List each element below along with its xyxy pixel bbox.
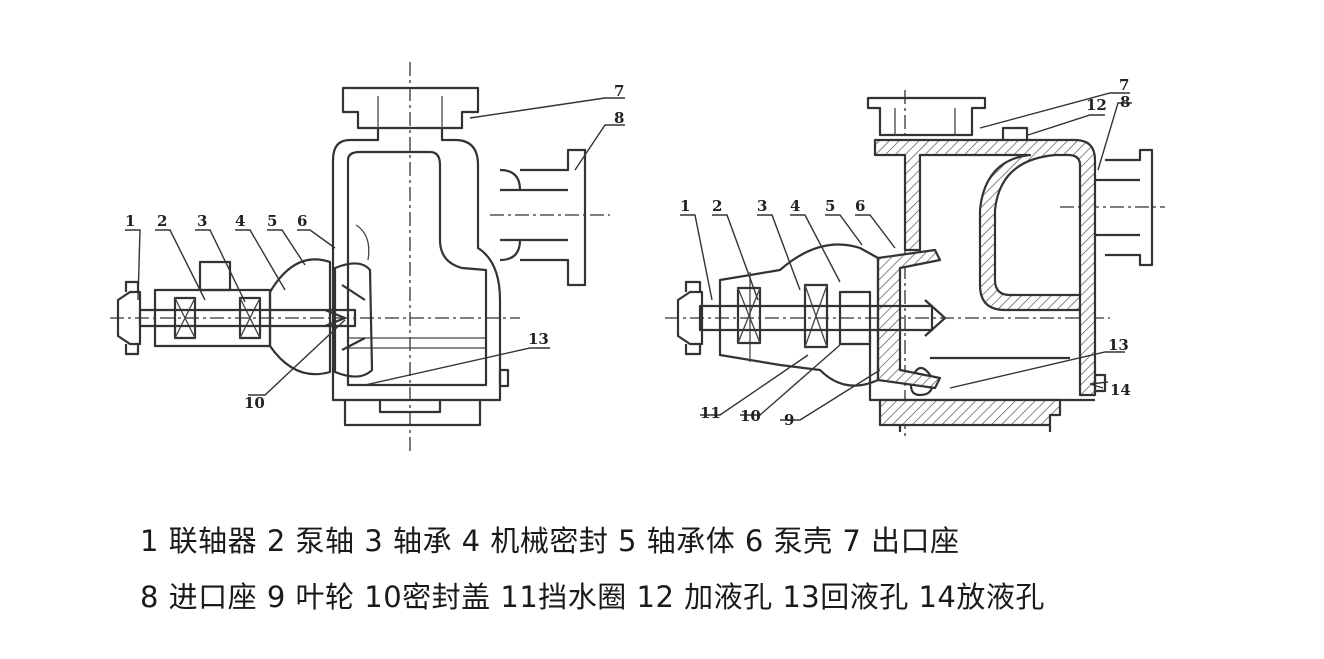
right-callout-5: 5 — [825, 197, 835, 215]
left-shaft-and-bearings — [138, 260, 357, 348]
pump-cross-section-drawing: 1 2 3 4 5 6 7 8 10 13 1 2 3 4 5 6 7 8 9 … — [110, 62, 1165, 455]
right-outlet-seat — [866, 96, 987, 137]
right-pump-view — [665, 90, 1165, 440]
right-callout-9: 9 — [784, 411, 794, 429]
right-inlet-seat — [1095, 148, 1154, 267]
right-callout-4: 4 — [790, 197, 800, 215]
legend-line-1: 1 联轴器 2 泵轴 3 轴承 4 机械密封 5 轴承体 6 泵壳 7 出口座 — [140, 524, 960, 558]
right-pump-shaft — [698, 304, 934, 332]
left-callout-2: 2 — [157, 212, 167, 230]
left-pump-foot — [343, 400, 482, 427]
left-callout-4: 4 — [235, 212, 245, 230]
right-impeller — [876, 248, 942, 390]
right-pump-casing — [873, 138, 1097, 397]
right-callout-3: 3 — [757, 197, 767, 215]
right-callout-7: 7 — [1119, 76, 1129, 94]
right-leader-lines — [680, 92, 1132, 421]
left-drain-plug — [498, 368, 510, 388]
right-callout-labels: 1 2 3 4 5 6 7 8 9 10 11 12 13 14 — [680, 76, 1131, 429]
left-callout-5: 5 — [267, 212, 277, 230]
left-bearing-housing — [268, 258, 332, 376]
left-callout-8: 8 — [614, 109, 624, 127]
legend-line-2: 8 进口座 9 叶轮 10密封盖 11挡水圈 12 加液孔 13回液孔 14放液… — [140, 580, 1045, 614]
left-inlet-seat — [499, 148, 587, 287]
left-callout-13: 13 — [528, 330, 549, 348]
left-callout-1: 1 — [125, 212, 135, 230]
right-callout-1: 1 — [680, 197, 690, 215]
right-pump-base — [878, 398, 1062, 427]
right-callout-8: 8 — [1120, 93, 1130, 111]
left-outlet-seat — [341, 86, 480, 130]
left-callout-6: 6 — [297, 212, 307, 230]
right-coupling — [676, 280, 704, 356]
left-callout-10: 10 — [244, 394, 265, 412]
right-bearings — [736, 283, 829, 349]
right-callout-14: 14 — [1110, 381, 1131, 399]
left-callout-labels: 1 2 3 4 5 6 7 8 10 13 — [125, 82, 624, 412]
right-callout-6: 6 — [855, 197, 865, 215]
right-callout-13: 13 — [1108, 336, 1129, 354]
right-return-hole — [909, 366, 934, 397]
right-bearing-housing — [718, 243, 880, 387]
right-mechanical-seal — [838, 290, 872, 346]
left-impeller — [333, 262, 374, 378]
right-callout-12: 12 — [1086, 96, 1107, 114]
left-pump-casing — [331, 128, 502, 402]
left-callout-7: 7 — [614, 82, 624, 100]
left-pump-view — [110, 62, 625, 455]
left-leader-lines — [125, 97, 625, 396]
left-callout-3: 3 — [197, 212, 207, 230]
right-callout-10: 10 — [740, 407, 761, 425]
right-return-chamber — [868, 335, 1095, 402]
right-callout-11: 11 — [700, 404, 721, 422]
right-callout-2: 2 — [712, 197, 722, 215]
